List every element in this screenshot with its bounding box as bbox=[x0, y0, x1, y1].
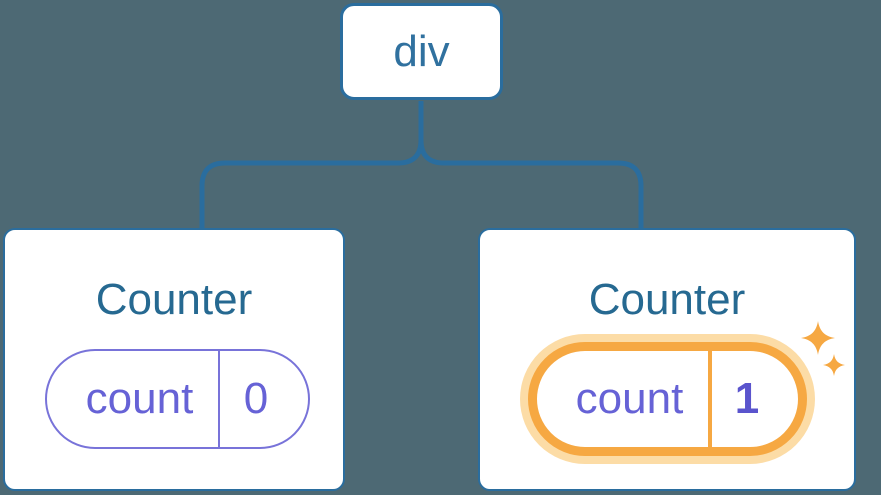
connector-branch-right bbox=[418, 101, 644, 228]
counter-card-left: Counter count 0 bbox=[3, 228, 345, 491]
state-pill: count 0 bbox=[45, 349, 310, 449]
state-value: 1 bbox=[734, 374, 760, 423]
state-pill-highlighted: count 1 bbox=[528, 342, 807, 456]
tree-node-div: div bbox=[340, 3, 503, 100]
component-title: Counter bbox=[588, 275, 746, 324]
connector-branch-left bbox=[199, 101, 424, 228]
tree-node-div-label: div bbox=[393, 26, 450, 76]
sparkles-icon bbox=[801, 321, 845, 376]
state-key-label: count bbox=[537, 351, 712, 447]
state-value: 0 bbox=[243, 374, 269, 423]
component-title: Counter bbox=[95, 275, 253, 324]
counter-card-right: Counter count 1 bbox=[478, 228, 856, 491]
state-key-label: count bbox=[47, 351, 220, 447]
